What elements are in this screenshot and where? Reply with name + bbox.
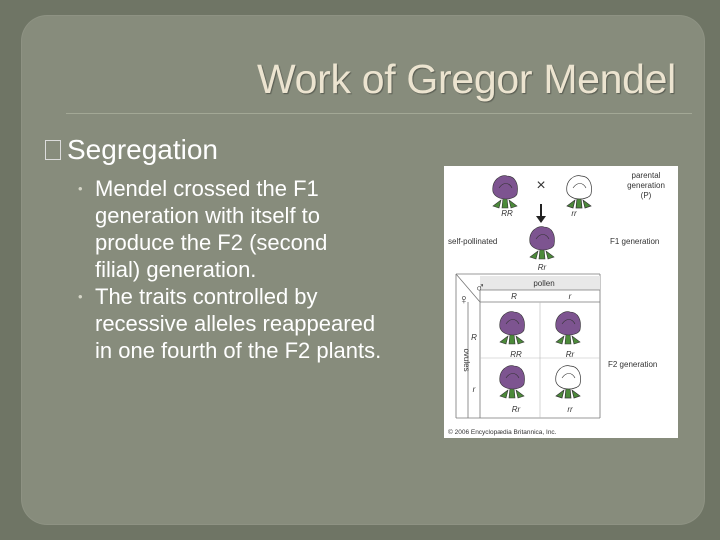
down-arrow-icon <box>536 204 546 223</box>
f2-genotype: Rr <box>512 405 521 414</box>
bullet-line: The traits controlled by <box>95 284 318 309</box>
parent-purple-flower-icon <box>492 175 519 209</box>
f2-generation-label: F2 generation <box>608 360 657 369</box>
bullet-line: in one fourth of the F2 plants. <box>95 338 382 363</box>
punnett-square <box>455 273 601 419</box>
f2-genotype: RR <box>510 350 522 359</box>
section-heading: Segregation <box>45 134 218 166</box>
bullet-item-continued: produce the F2 (second <box>95 229 435 256</box>
bullet-list: • Mendel crossed the F1 generation with i… <box>78 175 435 364</box>
f2-purple-flower-icon <box>499 365 526 399</box>
cross-diagram-svg: × RR rr parental generation (P) self-pol… <box>448 171 665 436</box>
title-divider <box>66 113 692 114</box>
ovule-allele: r <box>473 385 476 394</box>
ovules-label: ovules <box>462 348 471 371</box>
female-symbol-icon: ♀ <box>459 291 470 307</box>
f1-genotype: Rr <box>538 263 547 272</box>
cross-symbol: × <box>536 177 545 194</box>
parent-white-flower-icon <box>566 175 593 209</box>
bullet-line: recessive alleles reappeared <box>95 311 376 336</box>
bullet-item-continued: generation with itself to <box>95 202 435 229</box>
parental-label-line: parental <box>632 171 661 180</box>
self-pollinated-label: self-pollinated <box>448 237 497 246</box>
pollen-allele: r <box>569 292 572 301</box>
bullet-line: filial) generation. <box>95 257 257 282</box>
bullet-item-continued: in one fourth of the F2 plants. <box>95 337 435 364</box>
parent-genotype-dominant: RR <box>501 209 513 218</box>
bullet-line: Mendel crossed the F1 <box>95 176 319 201</box>
f2-white-flower-icon <box>555 365 582 399</box>
section-heading-text: Segregation <box>67 134 219 165</box>
f1-purple-flower-icon <box>529 226 556 260</box>
bullet-item-continued: filial) generation. <box>95 256 435 283</box>
parental-label-line: generation <box>627 181 665 190</box>
parental-label-line: (P) <box>641 191 652 200</box>
bullet-line: produce the F2 (second <box>95 230 328 255</box>
slide-title: Work of Gregor Mendel <box>256 56 676 102</box>
bullet-box-icon <box>45 140 61 160</box>
bullet-dot-icon: • <box>78 181 83 196</box>
pollen-label: pollen <box>533 279 554 288</box>
bullet-item-continued: recessive alleles reappeared <box>95 310 435 337</box>
parent-genotype-recessive: rr <box>571 209 577 218</box>
f2-purple-flower-icon <box>555 311 582 345</box>
male-symbol-icon: ♂ <box>475 279 486 295</box>
bullet-item: • Mendel crossed the F1 <box>78 175 435 202</box>
bullet-line: generation with itself to <box>95 203 321 228</box>
pollen-allele: R <box>511 292 517 301</box>
ovule-allele: R <box>471 333 477 342</box>
bullet-dot-icon: • <box>78 289 83 304</box>
f2-purple-flower-icon <box>499 311 526 345</box>
copyright-text: © 2006 Encyclopædia Britannica, Inc. <box>448 428 557 436</box>
bullet-item: • The traits controlled by <box>78 283 435 310</box>
mendel-cross-diagram: × RR rr parental generation (P) self-pol… <box>444 166 678 438</box>
f2-genotype: Rr <box>566 350 575 359</box>
f1-generation-label: F1 generation <box>610 237 659 246</box>
f2-genotype: rr <box>567 405 573 414</box>
